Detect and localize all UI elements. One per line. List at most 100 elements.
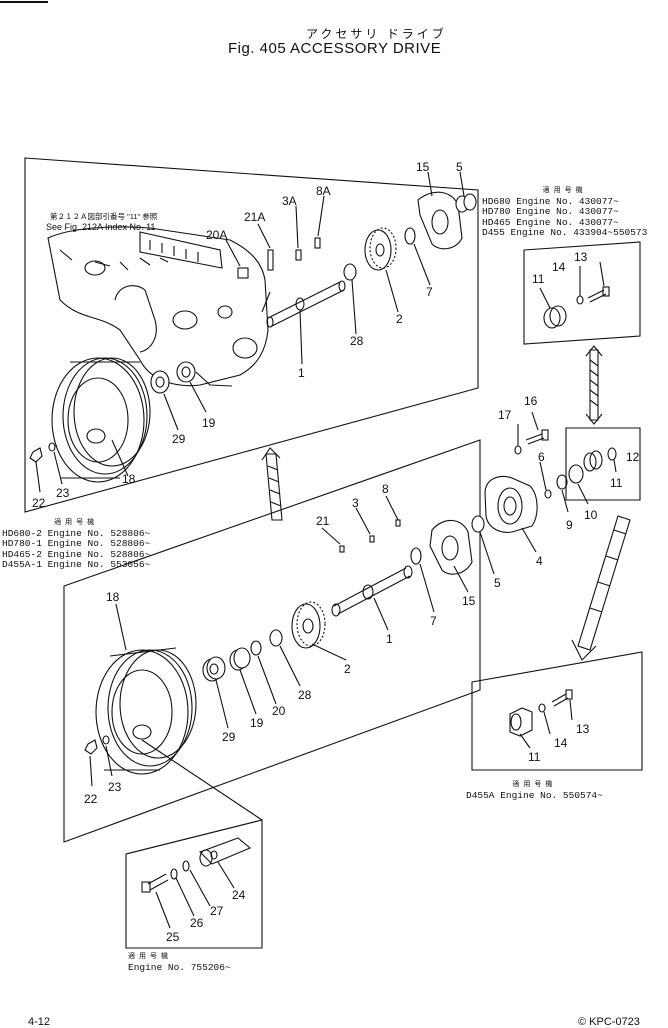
callout-21A: 21A (244, 210, 266, 224)
inset-right-outline (565, 427, 641, 501)
gear-2-middle (291, 601, 326, 649)
callout-21: 21 (316, 514, 330, 528)
inset-lower-right-outline (471, 651, 643, 771)
cover-4 (484, 475, 538, 533)
bearing-29-middle (202, 656, 226, 682)
callout-7: 7 (426, 285, 433, 299)
callout-13: 13 (576, 722, 590, 736)
spacer-19-top (176, 361, 196, 383)
reference-note-en: See Fig. 212A Index No. 11 (46, 222, 156, 232)
callout-14: 14 (552, 260, 566, 274)
applicability-row: HD780-1 Engine No. 528806~ (2, 538, 151, 549)
applicability-heading: 適用号機 (542, 187, 587, 195)
callout-29: 29 (172, 432, 186, 446)
block-20A (237, 267, 249, 279)
bolt-16 (525, 429, 549, 445)
callout-5: 5 (456, 160, 463, 174)
applicability-lower-right: 適用号機 D455A Engine No. 550574~ (466, 780, 603, 801)
callout-17: 17 (498, 408, 512, 422)
ring-20 (250, 640, 262, 656)
applicability-row: HD465-2 Engine No. 528806~ (2, 548, 151, 560)
leaders-lower-right (519, 699, 573, 749)
japanese-title: アクセサリ ドライブ (306, 27, 447, 41)
pin-3 (369, 535, 375, 543)
callout-14: 14 (554, 736, 568, 750)
callout-11: 11 (528, 750, 541, 764)
callout-15: 15 (462, 594, 476, 608)
callout-2: 2 (344, 662, 351, 676)
callout-18: 18 (122, 472, 136, 486)
callout-5: 5 (494, 576, 501, 590)
callout-11: 11 (532, 272, 545, 286)
shaft-1-middle (331, 565, 413, 617)
applicability-row: HD780 Engine No. 430077~ (482, 206, 619, 217)
callout-10: 10 (584, 508, 598, 522)
callout-28: 28 (298, 688, 312, 702)
callout-23: 23 (56, 486, 70, 500)
applicability-heading: 適用号機 (128, 953, 172, 961)
gear-11-inset (543, 305, 567, 329)
callout-11: 11 (610, 476, 623, 490)
callout-19: 19 (250, 716, 264, 730)
applicability-middle-left: 適用号機 HD680-2 Engine No. 528806~ HD780-1 … (2, 518, 150, 571)
shaft-1-top (266, 280, 346, 328)
washer-17 (514, 445, 522, 455)
block-11-lower (509, 707, 533, 737)
applicability-row: D455A-1 Engine No. 553056~ (2, 559, 151, 570)
spacer-28-middle (269, 629, 283, 647)
pulley-18-middle (95, 647, 197, 775)
washer-14-lower (538, 703, 546, 713)
pin-21 (339, 545, 345, 553)
callout-20A: 20A (206, 228, 228, 242)
callout-3: 3 (352, 496, 359, 510)
washer-23-middle (102, 735, 110, 745)
gasket-15-middle (429, 519, 473, 575)
reference-note-jp: 第２１２Ａ図部引番号 "11" 参照 (50, 212, 158, 221)
applicability-top-right: 適用号機 HD680 Engine No. 430077~ HD780 Engi… (482, 186, 647, 239)
bushing-5-middle (471, 515, 485, 533)
pin-8 (395, 519, 401, 527)
callout-3A: 3A (282, 194, 297, 208)
callout-2: 2 (396, 312, 403, 326)
inset-top-right-outline (523, 241, 641, 345)
top-panel-outline (24, 157, 479, 513)
applicability-row: HD680-2 Engine No. 528806~ (2, 527, 151, 539)
page-number: 4-12 (28, 1016, 51, 1028)
callout-23: 23 (108, 780, 122, 794)
inset-connector (141, 739, 263, 821)
callout-20: 20 (272, 704, 286, 718)
callout-29: 29 (222, 730, 236, 744)
block-24 (199, 837, 252, 867)
ring-10 (568, 464, 584, 484)
bolt-25 (141, 873, 169, 893)
callout-25: 25 (166, 930, 180, 944)
washer-26 (170, 868, 178, 880)
document-code: © KPC-0723 (578, 1016, 640, 1028)
gear-2-top (364, 227, 397, 271)
bearing-29-top (150, 370, 170, 394)
pin-21A (267, 249, 274, 271)
callout-28: 28 (350, 334, 364, 348)
spacer-19-middle (229, 647, 251, 671)
ring-7-top (404, 227, 416, 245)
callout-12: 12 (626, 450, 640, 464)
applicability-heading: 適用号機 (54, 519, 99, 527)
arrow-diagonal-lower (571, 515, 631, 661)
callout-4: 4 (536, 554, 543, 568)
arrow-pulley-up (261, 447, 283, 521)
callout-8A: 8A (316, 184, 331, 198)
callout-16: 16 (524, 394, 538, 408)
callout-22: 22 (84, 792, 98, 806)
gasket-15-top (417, 191, 463, 250)
callout-1: 1 (298, 366, 305, 380)
callout-26: 26 (190, 916, 204, 930)
callout-18: 18 (106, 590, 120, 604)
pin-3A (295, 249, 302, 261)
bolt-13-inset (587, 286, 610, 303)
pin-8A (314, 237, 321, 249)
inset-bottom-outline (125, 819, 263, 949)
leaders-bottom (155, 861, 235, 929)
figure-title: Fig. 405 ACCESSORY DRIVE (228, 40, 442, 57)
applicability-row: HD465 Engine No. 430077~ (482, 216, 619, 228)
